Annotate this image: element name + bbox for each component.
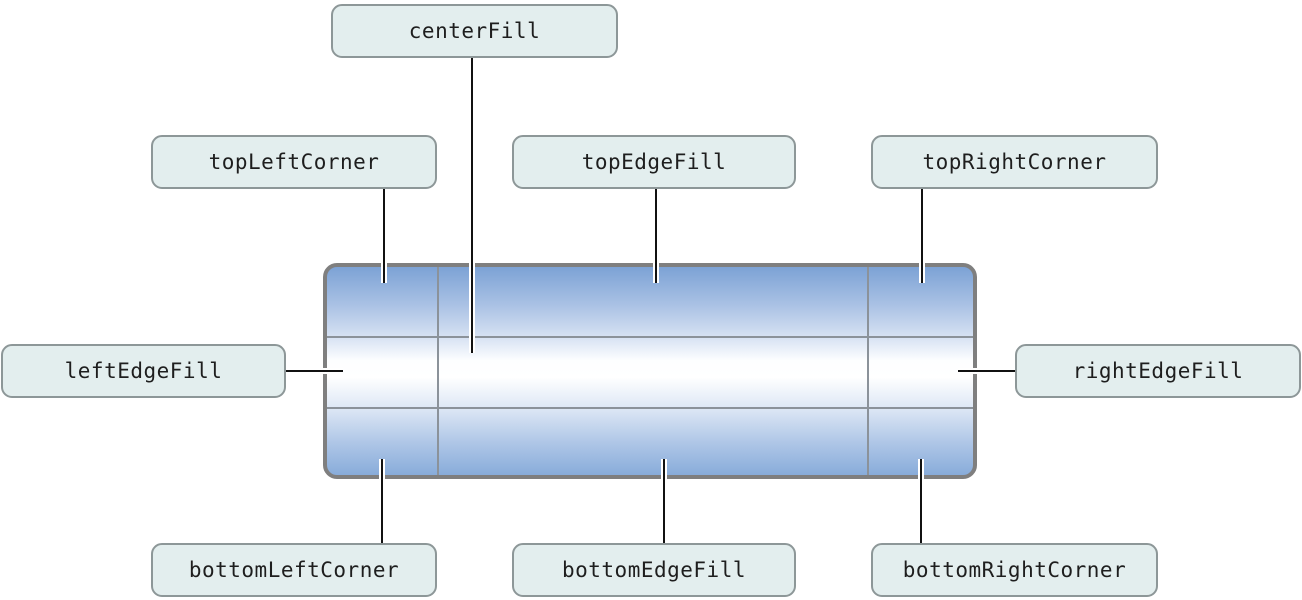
label-topLeftCorner-text: topLeftCorner: [208, 150, 380, 174]
connector-rightEdgeFill: [958, 368, 1015, 374]
label-leftEdgeFill: leftEdgeFill: [1, 344, 286, 398]
label-bottomEdgeFill-text: bottomEdgeFill: [561, 558, 746, 582]
label-bottomEdgeFill: bottomEdgeFill: [512, 543, 796, 597]
grid-divider-vertical-right: [867, 267, 869, 475]
label-topRightCorner: topRightCorner: [871, 135, 1158, 189]
grid-divider-horizontal-top: [327, 336, 973, 338]
connector-topLeftCorner: [381, 188, 387, 283]
label-rightEdgeFill: rightEdgeFill: [1015, 344, 1301, 398]
label-bottomLeftCorner: bottomLeftCorner: [151, 543, 437, 597]
label-bottomLeftCorner-text: bottomLeftCorner: [188, 558, 400, 582]
connector-bottomRightCorner: [918, 459, 924, 543]
label-leftEdgeFill-text: leftEdgeFill: [64, 359, 223, 383]
connector-topEdgeFill: [653, 188, 659, 283]
label-bottomRightCorner: bottomRightCorner: [871, 543, 1158, 597]
grid-divider-horizontal-bottom: [327, 407, 973, 409]
label-topLeftCorner: topLeftCorner: [151, 135, 437, 189]
label-bottomRightCorner-text: bottomRightCorner: [902, 558, 1127, 582]
connector-leftEdgeFill: [286, 368, 343, 374]
grid-divider-vertical-left: [437, 267, 439, 475]
label-centerFill: centerFill: [331, 4, 618, 58]
nine-part-image: [323, 263, 977, 479]
label-centerFill-text: centerFill: [408, 19, 541, 43]
connector-bottomEdgeFill: [661, 459, 667, 543]
connector-bottomLeftCorner: [379, 459, 385, 543]
label-rightEdgeFill-text: rightEdgeFill: [1072, 359, 1244, 383]
connector-centerFill: [469, 57, 475, 353]
label-topRightCorner-text: topRightCorner: [922, 150, 1107, 174]
connector-topRightCorner: [919, 188, 925, 283]
label-topEdgeFill: topEdgeFill: [512, 135, 796, 189]
label-topEdgeFill-text: topEdgeFill: [581, 150, 727, 174]
